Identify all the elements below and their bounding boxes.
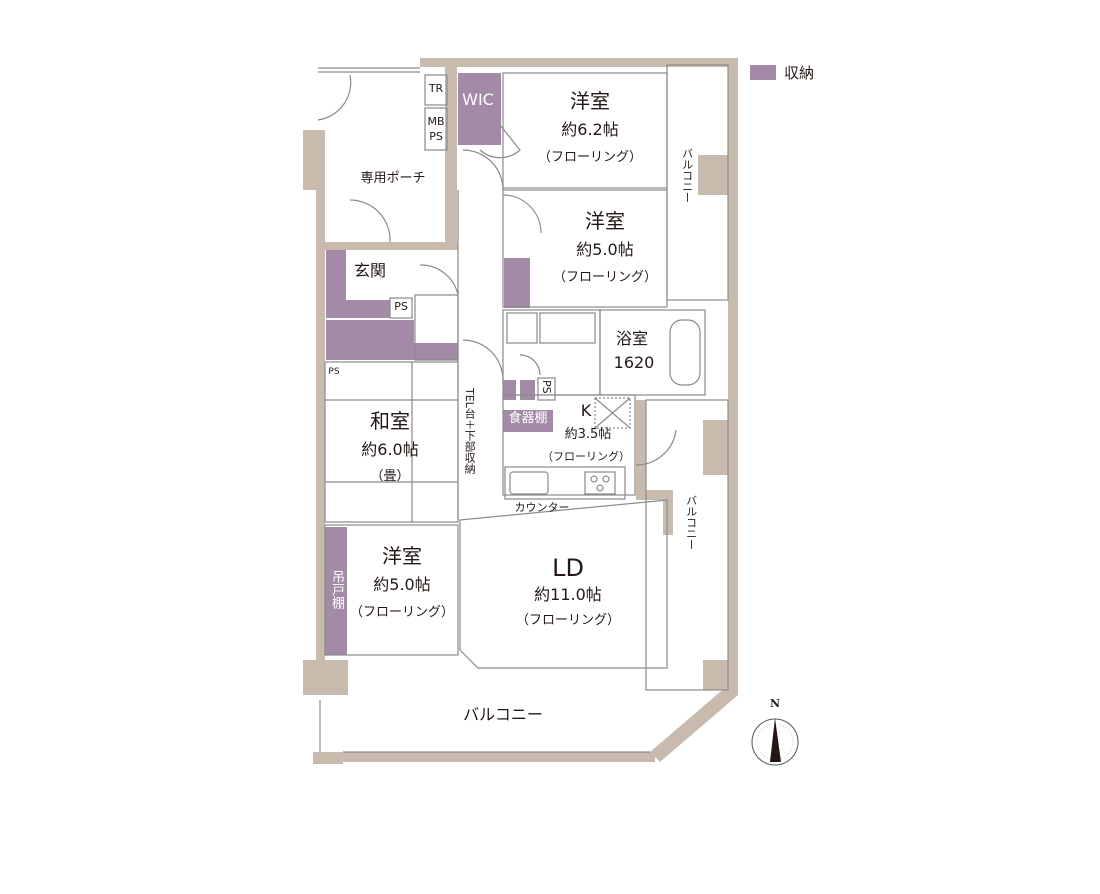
room-entrance-name: 玄関: [353, 261, 387, 280]
counter-label: カウンター: [514, 501, 570, 514]
legend: 収納: [750, 62, 814, 83]
tr-label: TR: [428, 82, 444, 95]
dish-cabinet-label: 食器棚: [508, 411, 548, 426]
room-western-mid-name: 洋室: [585, 209, 625, 233]
room-bath-size: 1620: [613, 353, 655, 372]
balcony-bottom-label: バルコニー: [463, 705, 543, 724]
wic-label: WIC: [462, 90, 494, 109]
mb-ps-label: PS: [429, 130, 443, 143]
room-western-mid-floor: （フローリング）: [552, 270, 658, 285]
ps-kitchen-label: PS: [540, 380, 553, 394]
room-western-top-name: 洋室: [570, 89, 610, 113]
ps-entrance-label: PS: [394, 300, 408, 313]
walls: [303, 58, 738, 764]
room-western-bottom-floor: （フローリング）: [349, 605, 455, 620]
room-porch-name: 専用ポーチ: [360, 171, 426, 186]
storage-swatch: [750, 65, 776, 80]
mb-label: MB: [427, 115, 445, 128]
tel-stand-label: TEL台＋下部収納: [463, 388, 477, 474]
room-western-mid-size: 約5.0帖: [576, 240, 634, 259]
legend-storage-label: 収納: [784, 64, 815, 82]
room-western-top-size: 約6.2帖: [561, 120, 619, 139]
storage-areas: [325, 73, 553, 655]
room-japanese-size: 約6.0帖: [361, 440, 419, 459]
room-western-top-floor: （フローリング）: [537, 150, 643, 165]
room-ld-floor: （フローリング）: [515, 613, 621, 628]
room-outlines: [317, 64, 729, 753]
room-japanese-name: 和室: [370, 409, 410, 433]
compass-icon: [751, 718, 799, 766]
balcony-right-label: バルコニー: [684, 495, 698, 550]
room-western-bottom-size: 約5.0帖: [373, 575, 431, 594]
balcony-top-right-label: バルコニー: [680, 148, 694, 203]
room-ld-name: LD: [552, 554, 584, 582]
room-japanese-floor: （畳）: [370, 469, 410, 484]
room-western-bottom-name: 洋室: [382, 544, 422, 568]
room-ld-size: 約11.0帖: [534, 585, 602, 604]
room-kitchen-floor: （フローリング）: [542, 450, 630, 463]
room-kitchen-size: 約3.5帖: [564, 427, 612, 442]
room-bath-name: 浴室: [615, 329, 649, 348]
ps-left-label: PS: [328, 367, 340, 377]
compass-north-label: N: [769, 697, 781, 710]
room-kitchen-name: K: [580, 401, 592, 420]
hanging-cabinet-label: 吊戸棚: [328, 570, 344, 609]
